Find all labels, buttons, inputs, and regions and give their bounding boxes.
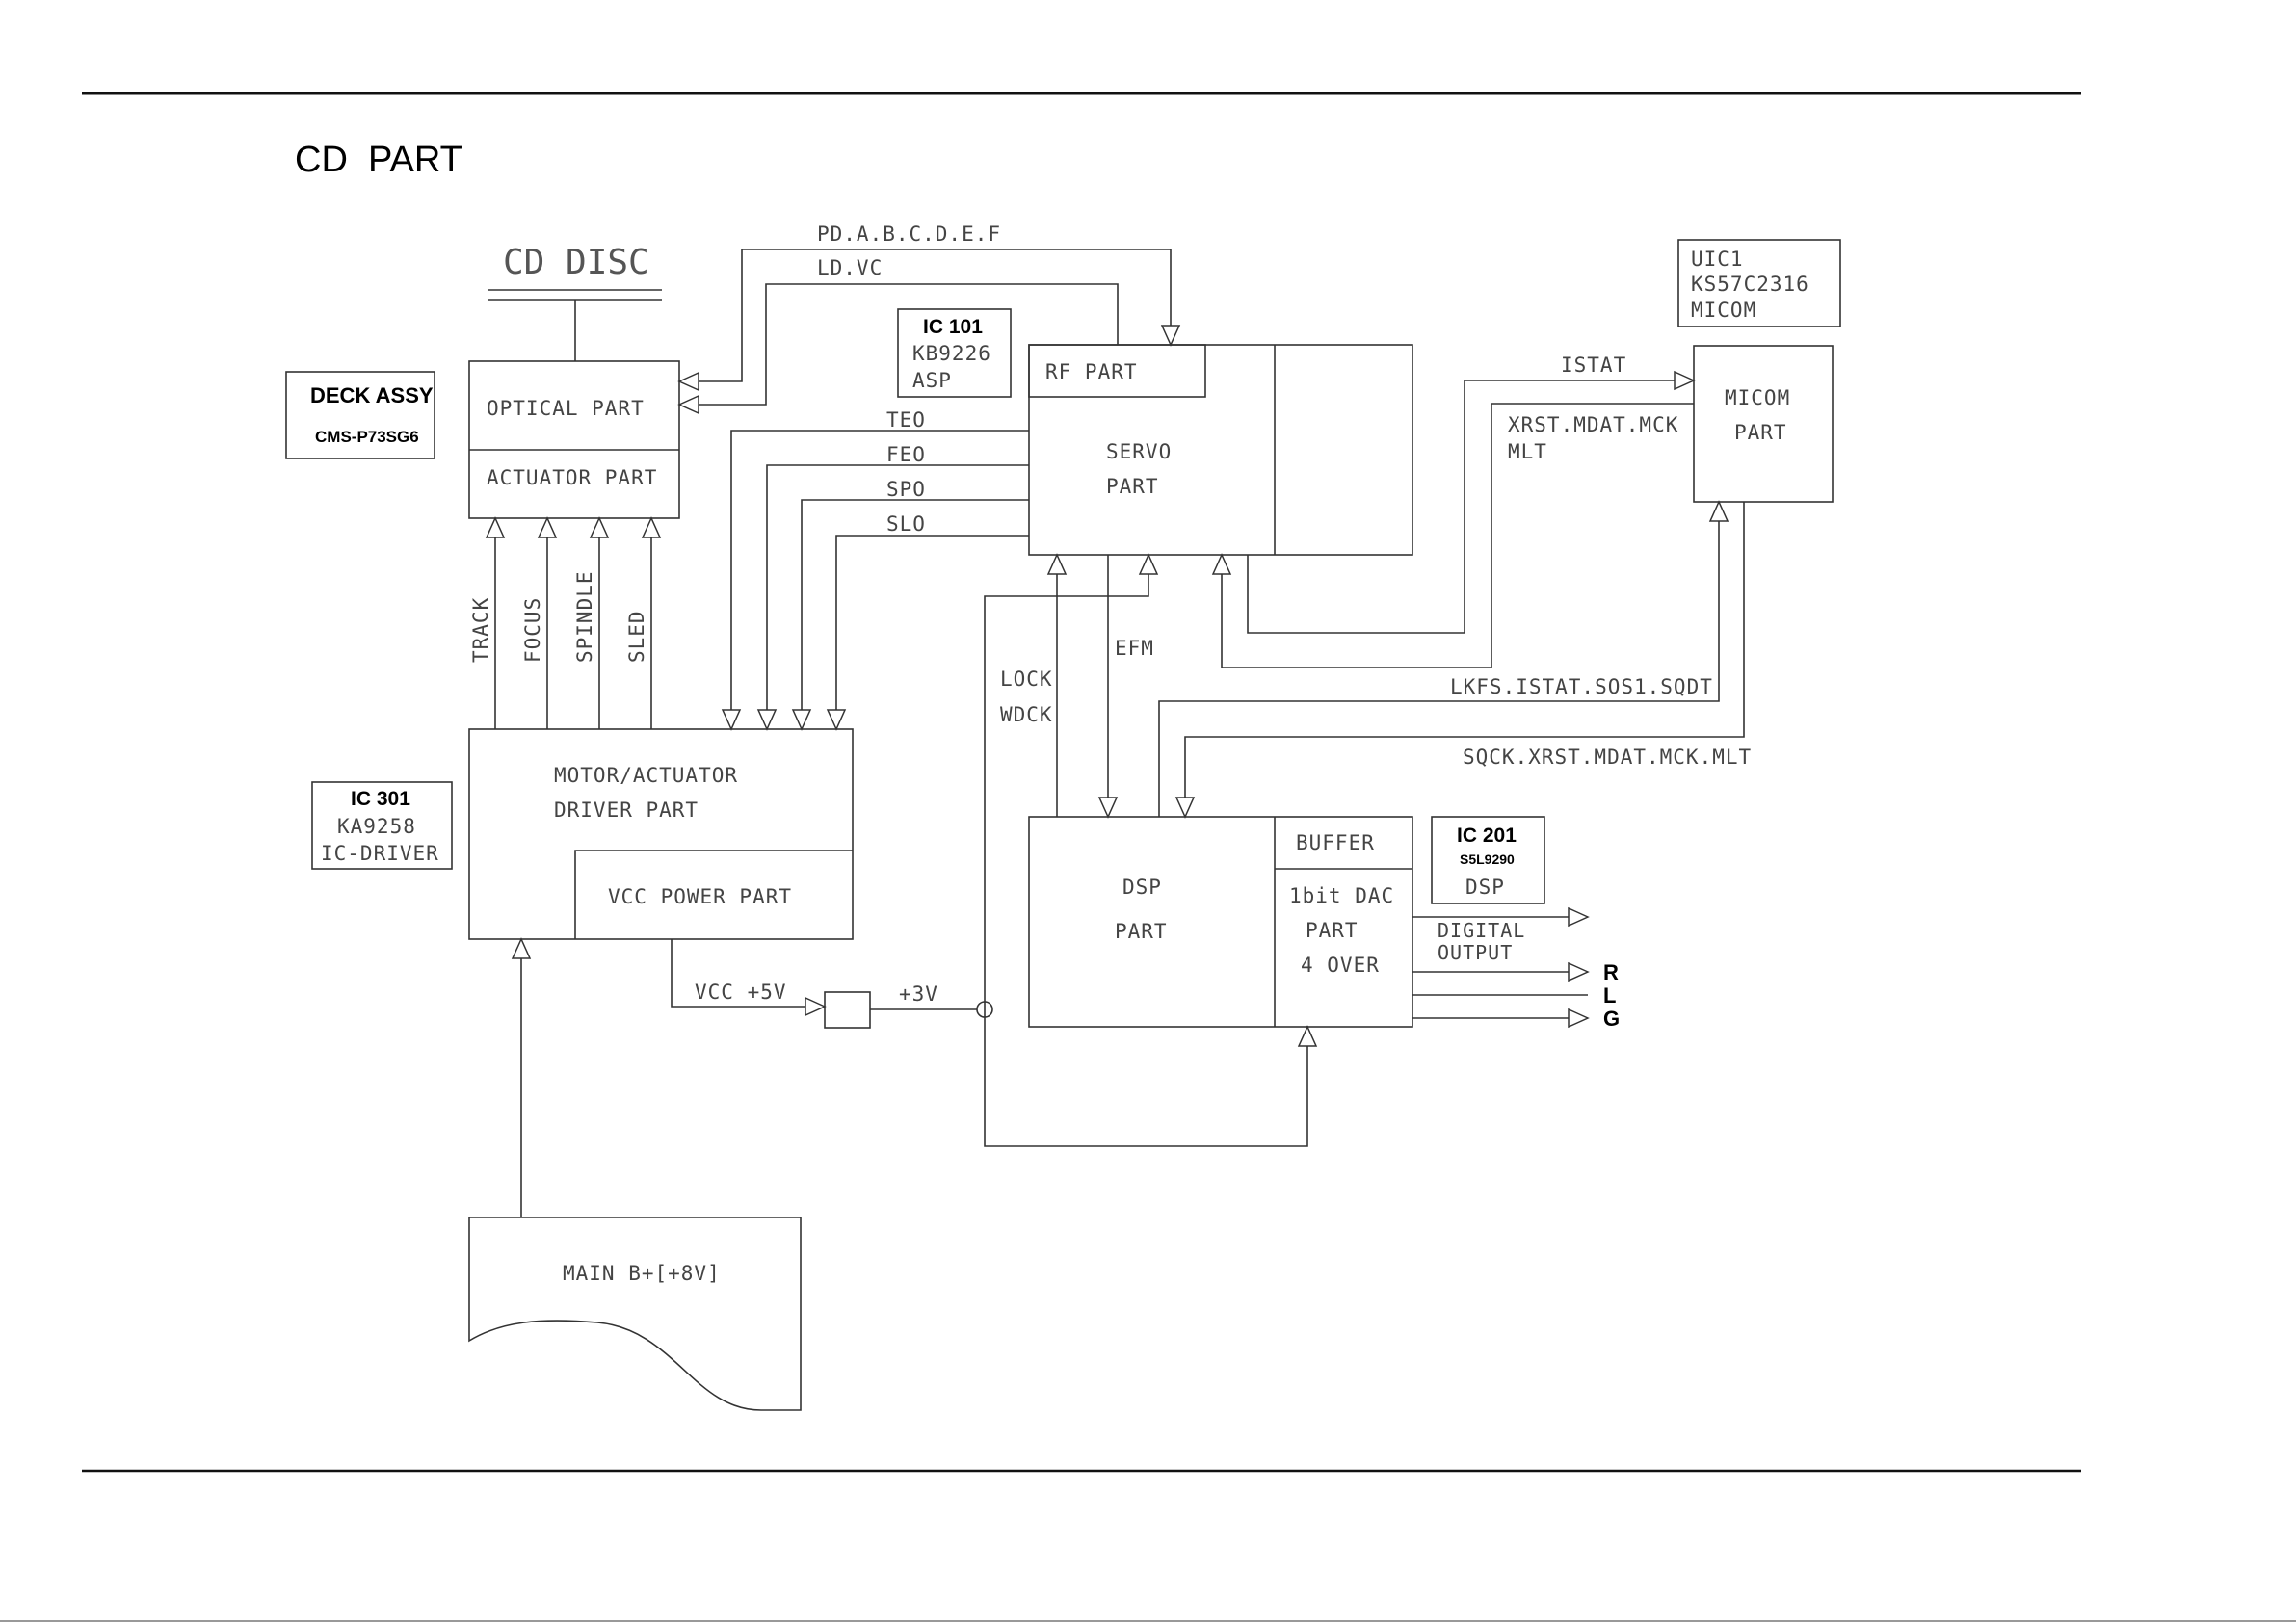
pd-line [679,249,1172,382]
micom-label-1: MICOM [1725,386,1790,409]
lkfs-line [1158,502,1720,817]
ld-line [679,283,1119,406]
xrst-label-1: XRST.MDAT.MCK [1508,413,1678,436]
pd-label: PD.A.B.C.D.E.F [817,223,1001,246]
motor-label-2: DRIVER PART [554,798,699,822]
output-l-label: L [1603,983,1616,1008]
dsp-block [1028,816,1413,1028]
istat-label: ISTAT [1561,353,1626,377]
page-title: CD PART [295,140,462,180]
digital-label-2: OUTPUT [1438,941,1513,964]
main-b-plus-label: MAIN B+[+8V] [563,1262,721,1285]
ic301-role: IC-DRIVER [321,842,439,865]
vcc5-line [671,939,825,1008]
sqck-label: SQCK.XRST.MDAT.MCK.MLT [1463,746,1752,769]
lkfs-label: LKFS.ISTAT.SOS1.SQDT [1450,675,1713,698]
rf-part-label: RF PART [1045,360,1138,383]
vcc-power-divider [574,850,853,939]
output-g-label: G [1603,1007,1620,1031]
spindle-label: SPINDLE [573,570,596,663]
sqck-line [1184,502,1745,817]
ic301-box [311,781,453,870]
dac-label-2: PART [1306,919,1359,942]
vcc5-label: VCC +5V [695,981,787,1004]
slo-line [835,535,1029,729]
ic101-role: ASP [912,369,952,392]
junction-node [976,1001,993,1018]
servo-block [1028,344,1413,556]
ic101-part: KB9226 [912,342,991,365]
dsp-label-2: PART [1115,920,1168,943]
deck-assy-model: CMS-P73SG6 [315,428,419,446]
uic1-part: KS57C2316 [1691,273,1809,296]
micom-label-2: PART [1734,421,1787,444]
teo-line [730,430,1029,729]
servo-label-2: PART [1106,475,1159,498]
track-label: TRACK [469,597,492,663]
teo-label: TEO [886,408,926,432]
slo-label: SLO [886,512,926,536]
lock-label: LOCK [1000,668,1053,691]
feo-label: FEO [886,443,926,466]
uic1-name: UIC1 [1691,248,1744,271]
focus-label: FOCUS [521,597,544,663]
uic1-role: MICOM [1691,299,1756,322]
deck-assy-box [285,371,435,459]
dac-label-3: 4 OVER [1301,954,1380,977]
wdck-label: WDCK [1000,703,1053,726]
v3-label: +3V [899,982,938,1006]
motor-label-1: MOTOR/ACTUATOR [554,764,738,787]
ic101-name: IC 101 [923,316,983,338]
arrowheads [485,325,1729,1047]
sled-label: SLED [625,610,648,663]
ic201-part: S5L9290 [1460,851,1515,867]
ic101-box [897,308,1012,398]
ld-label: LD.VC [817,256,883,279]
ic201-box [1431,816,1545,904]
buffer-label: BUFFER [1296,831,1375,854]
ic301-name: IC 301 [351,788,410,810]
optical-part-label: OPTICAL PART [487,397,645,420]
deck-assy-name: DECK ASSY [310,383,434,407]
vcc-power-label: VCC POWER PART [608,885,792,908]
dsp-label-1: DSP [1122,876,1162,899]
ic201-role: DSP [1465,876,1505,899]
xrst-label-2: MLT [1508,440,1547,463]
ic201-name: IC 201 [1457,825,1517,847]
dac-label-1: 1bit DAC [1289,884,1394,907]
micom-block [1693,345,1834,503]
spo-line [801,499,1029,729]
cd-disc-label: CD DISC [503,243,649,282]
motor-driver-block [468,728,854,940]
feo-line [766,464,1029,729]
spo-label: SPO [886,478,926,501]
output-r-label: R [1603,960,1619,984]
regulator-box [824,991,871,1029]
efm-label: EFM [1115,637,1154,660]
main-b-plus-block [468,1217,802,1411]
ic301-part: KA9258 [337,815,416,838]
istat-line [1247,380,1694,634]
uic1-box [1677,239,1841,327]
actuator-part-label: ACTUATOR PART [487,466,657,489]
digital-label-1: DIGITAL [1438,919,1525,942]
optical-actuator-box [468,360,680,519]
servo-label-1: SERVO [1106,440,1172,463]
supply-loop [984,555,1308,1147]
xrst-line [1221,403,1694,668]
